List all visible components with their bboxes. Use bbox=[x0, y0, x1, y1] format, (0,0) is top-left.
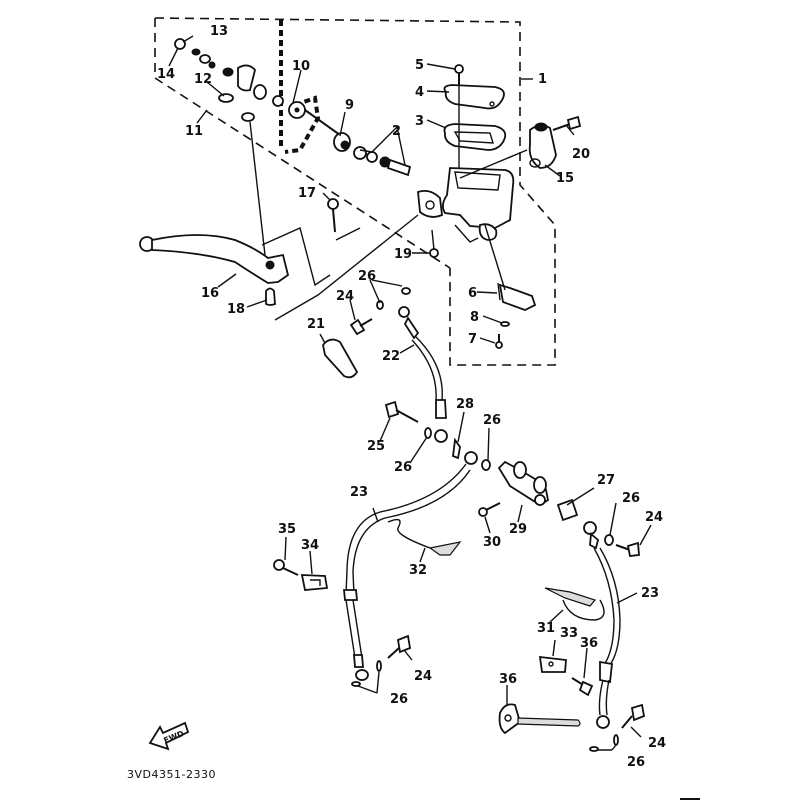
callout-1: 1 bbox=[538, 72, 547, 87]
washer-26-mid-right bbox=[481, 459, 491, 471]
callout-14: 14 bbox=[157, 67, 175, 82]
callout-7: 7 bbox=[468, 332, 477, 347]
callout-35: 35 bbox=[278, 522, 296, 537]
callout-29: 29 bbox=[509, 522, 527, 537]
callout-23-left: 23 bbox=[350, 485, 368, 500]
callout-27: 27 bbox=[597, 473, 615, 488]
clamp-15 bbox=[528, 122, 557, 169]
diaphragm-3 bbox=[443, 123, 507, 151]
assembly-boundary-1 bbox=[154, 17, 556, 366]
pivot-collar-18 bbox=[265, 287, 276, 306]
callout-6: 6 bbox=[468, 286, 477, 301]
callout-3: 3 bbox=[415, 114, 424, 129]
callout-9: 9 bbox=[345, 98, 354, 113]
callout-32: 32 bbox=[409, 563, 427, 578]
callout-24-lower-right: 24 bbox=[648, 736, 666, 751]
callout-24-lower-left: 24 bbox=[414, 669, 432, 684]
callout-28: 28 bbox=[456, 397, 474, 412]
callout-19: 19 bbox=[394, 247, 412, 262]
callout-26-mid-left: 26 bbox=[394, 460, 412, 475]
union-bolt-24-lower-right bbox=[621, 703, 646, 729]
callout-23-right: 23 bbox=[641, 586, 659, 601]
leader-lines bbox=[168, 35, 652, 751]
callout-24-upper: 24 bbox=[336, 289, 354, 304]
washer-26-right bbox=[604, 534, 614, 546]
piston-kit-2 bbox=[353, 146, 412, 177]
callout-33: 33 bbox=[560, 626, 578, 641]
callout-26-mid-right: 26 bbox=[483, 413, 501, 428]
nut-19 bbox=[429, 248, 439, 258]
callout-13: 13 bbox=[210, 24, 228, 39]
reservoir-screw-5 bbox=[454, 64, 464, 85]
three-way-joint-29 bbox=[497, 460, 550, 507]
bracket-28 bbox=[452, 437, 461, 460]
callout-30: 30 bbox=[483, 535, 501, 550]
callout-17: 17 bbox=[298, 186, 316, 201]
reservoir-cap-4 bbox=[443, 84, 505, 110]
washers-26-lower-left bbox=[351, 660, 382, 687]
union-bolt-24-lower-left bbox=[387, 634, 412, 659]
washer-26-mid-left bbox=[424, 427, 432, 439]
hose-guide-31 bbox=[544, 587, 605, 621]
callout-31: 31 bbox=[537, 621, 555, 636]
callout-26-upper: 26 bbox=[358, 269, 376, 284]
union-bolt-24-right bbox=[615, 541, 640, 557]
callout-18: 18 bbox=[227, 302, 245, 317]
callout-5: 5 bbox=[415, 58, 424, 73]
callout-34: 34 bbox=[301, 538, 319, 553]
callout-26-lower-left: 26 bbox=[390, 692, 408, 707]
clamp-34 bbox=[300, 574, 329, 591]
callout-26-lower-right: 26 bbox=[627, 755, 645, 770]
screw-8 bbox=[500, 321, 510, 327]
brake-hose-22 bbox=[398, 306, 448, 443]
callout-11: 11 bbox=[185, 124, 203, 139]
callout-26-right: 26 bbox=[622, 491, 640, 506]
callout-25: 25 bbox=[367, 439, 385, 454]
union-bolt-24-upper bbox=[349, 318, 373, 336]
bolt-36-upper bbox=[571, 677, 594, 697]
callout-12: 12 bbox=[194, 72, 212, 87]
parts-10-14 bbox=[174, 38, 306, 122]
brake-hose-23-right bbox=[583, 521, 621, 729]
drawing-code: 3VD4351-2330 bbox=[127, 768, 216, 781]
screw-7 bbox=[495, 334, 503, 349]
hose-guide-32 bbox=[387, 518, 462, 556]
callout-36-lower: 36 bbox=[499, 672, 517, 687]
assembly-boundary-11 bbox=[279, 20, 321, 154]
lever-bolt-17 bbox=[327, 198, 339, 233]
callout-24-right: 24 bbox=[645, 510, 663, 525]
callout-2: 2 bbox=[392, 124, 401, 139]
callout-labels: 1 2 3 4 5 6 7 8 9 10 11 12 13 14 15 16 1… bbox=[157, 24, 666, 770]
brake-switch-6 bbox=[484, 224, 537, 311]
union-bolt-25 bbox=[384, 400, 419, 423]
callout-16: 16 bbox=[201, 286, 219, 301]
callout-21: 21 bbox=[307, 317, 325, 332]
bolt-35 bbox=[273, 559, 299, 576]
brake-lever-16 bbox=[139, 234, 290, 284]
callout-8: 8 bbox=[470, 310, 479, 325]
callout-20: 20 bbox=[572, 147, 590, 162]
boot-21 bbox=[322, 338, 359, 379]
washers-26-upper bbox=[376, 287, 411, 310]
clamp-33 bbox=[538, 655, 567, 673]
hose-guide-36 bbox=[498, 703, 581, 735]
callout-10: 10 bbox=[292, 59, 310, 74]
brake-hose-23-left bbox=[343, 451, 478, 681]
bolt-20 bbox=[552, 115, 582, 131]
callout-36-upper: 36 bbox=[580, 636, 598, 651]
forward-direction-arrow: FWD bbox=[148, 721, 190, 751]
callout-22: 22 bbox=[382, 349, 400, 364]
callout-15: 15 bbox=[556, 171, 574, 186]
bolt-30 bbox=[478, 502, 501, 517]
bracket-27 bbox=[556, 498, 579, 522]
master-cylinder-body bbox=[417, 167, 515, 243]
callout-4: 4 bbox=[415, 85, 424, 100]
